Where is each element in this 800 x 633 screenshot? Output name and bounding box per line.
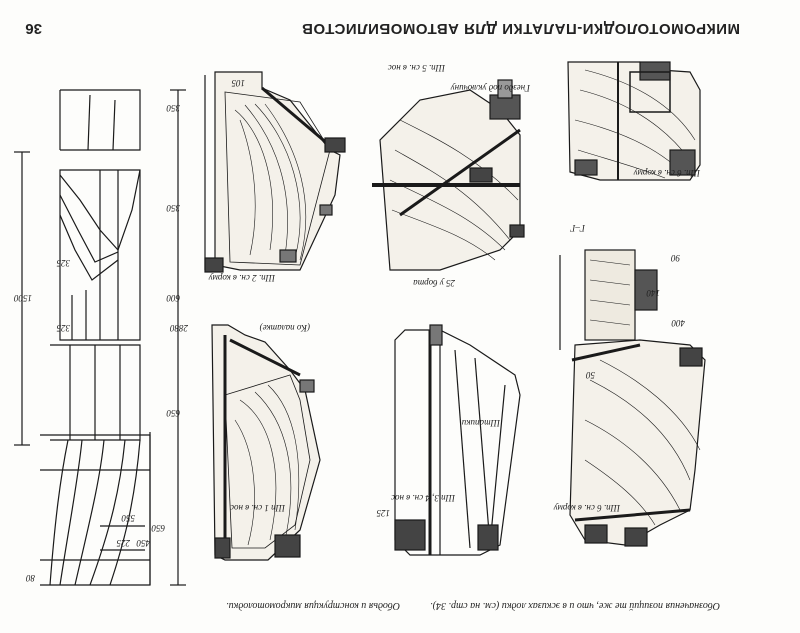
frame-2-drawing [204,71,346,273]
label-nest: Гнездо под уключину [450,83,530,93]
dim-140: 140 [646,288,661,298]
dim-225: 225 [116,538,131,548]
caption-note: Обозначения позиций те же, что и в эскиз… [430,600,720,611]
dim-50: 50 [586,370,595,380]
dim-350-lower: 350 [166,103,181,113]
label-frame-6-top: Шп. 6 сн. в корму [633,168,700,178]
dim-550: 550 [121,513,136,523]
dim-450: 450 [136,538,151,548]
caption-frames: Ободья и конструкция микромотолодки. [226,600,400,611]
dim-105: 105 [231,78,246,88]
frame-6-bottom-drawing [569,339,706,547]
dim-125: 125 [376,508,391,518]
page-title: МИКРОМОТОЛОДКИ-ПАЛАТКИ ДЛЯ АВТОМОБИЛИСТО… [301,20,740,37]
dim-90: 90 [671,253,680,263]
frame-5-drawing [372,79,525,271]
dim-80: 80 [26,573,35,583]
label-frame-5: Шп. 5 сн. в нос [387,63,445,73]
frame-1-drawing [211,324,321,561]
dim-650-lower: 650 [151,523,166,533]
label-frame-1: Шп 1 сн. в нос [230,503,285,513]
label-to-tent: (Ко палатке) [259,323,310,333]
label-frame-2: Шп. 2 сн. в корму [208,273,275,283]
dim-325-lower: 325 [56,323,71,333]
label-borta: 25 у борта [413,278,455,288]
dim-1500: 1500 [14,293,32,303]
dim-600: 600 [166,293,181,303]
dim-325-upper: 325 [56,258,71,268]
label-section-gg: Г–Г [570,223,585,233]
page-number: 36 [25,20,42,37]
dim-650-upper: 650 [166,408,181,418]
dim-350-upper: 350 [166,203,181,213]
label-shtapiki: Штапики [461,418,500,428]
section-g-g-drawing [559,249,658,350]
hull-lines-drawing [14,89,186,586]
label-frame-3-4: Шп 3, 4 сн. в нос [391,493,455,503]
dim-2880: 2880 [170,323,188,333]
frame-3-4-drawing [394,324,521,556]
dim-400: 400 [671,318,686,328]
frame-6-top-drawing [567,61,701,181]
label-frame-6-bottom: Шп. 6 сн. в корму [553,503,620,513]
